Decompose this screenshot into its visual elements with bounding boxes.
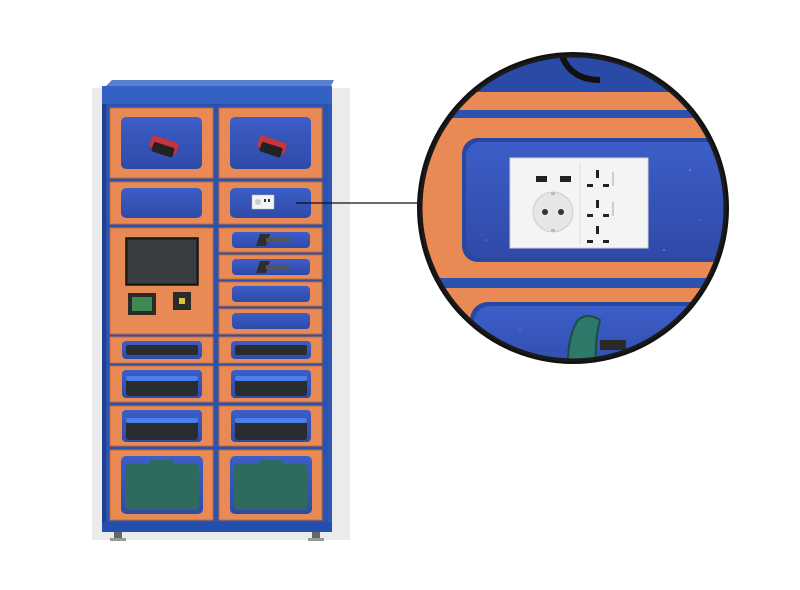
locker-cabinet [102,80,334,541]
door-row-1 [109,107,323,179]
cabinet-feet [110,532,324,541]
scanner-gun-icon [566,315,602,360]
usb-port-icon [536,176,547,182]
scanner-gun-icon [256,234,270,246]
device-case [235,418,307,440]
schuko-socket-icon [532,191,574,233]
control-panel [109,227,214,335]
power-outlet-icon [251,194,275,210]
cabinet-base [102,522,332,532]
universal-socket-icon [587,200,614,217]
universal-socket-icon [587,170,614,187]
door-row-case-2 [109,405,323,447]
card-terminal-icon [257,135,287,158]
card-terminal-icon [149,135,179,158]
magnifier-lens [417,52,729,364]
door-row-large [109,449,323,521]
door-row-case-1 [109,365,323,403]
small-drawers [218,227,323,335]
door-row-2 [109,181,323,225]
usb-port-icon [560,176,571,182]
tool-case [125,464,199,510]
scanner-gun-icon [256,261,270,273]
universal-socket-icon [587,226,609,243]
power-outlet-panel [509,157,649,249]
door-window [121,188,202,218]
cabinet-header [102,86,332,104]
door-row-laptop [109,336,323,364]
device-case [235,345,307,355]
tool-case [234,464,308,510]
device-case [126,418,198,440]
device-case [126,345,198,355]
